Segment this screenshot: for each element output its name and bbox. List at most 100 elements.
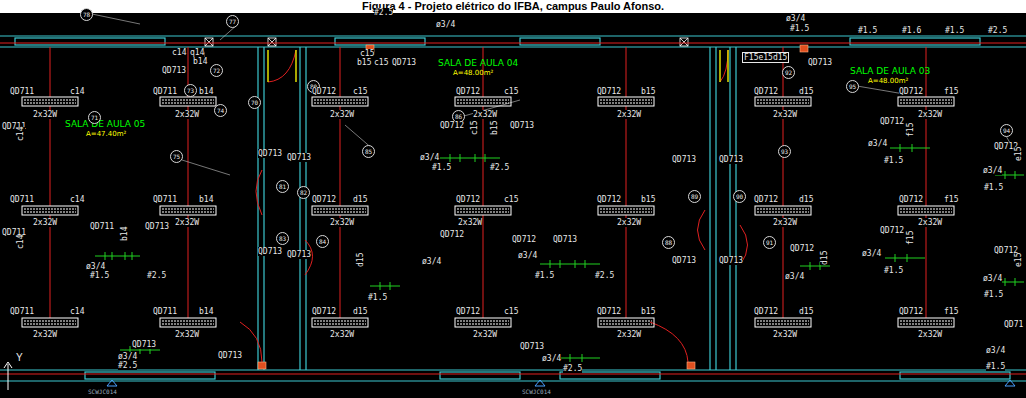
wall-lines — [85, 372, 215, 379]
wiring-label: QD711 — [90, 222, 114, 231]
wiring-label: 2x32W — [617, 218, 641, 227]
switch-boxes — [800, 45, 808, 52]
red-wiring — [50, 47, 51, 318]
wiring-label: c14 — [70, 195, 84, 204]
luminaires — [22, 206, 78, 215]
callout-number: 75 — [170, 150, 183, 163]
luminaires — [160, 97, 216, 106]
callout-number: 91 — [763, 236, 776, 249]
wiring-label: QD713 — [287, 250, 311, 259]
wiring-label: b14 — [199, 195, 213, 204]
switch-boxes — [258, 362, 266, 369]
wiring-label: b15 — [641, 195, 655, 204]
wall-lines — [735, 47, 736, 370]
luminaires — [598, 206, 654, 215]
wiring-label: QD712 — [754, 307, 778, 316]
wiring-label: QD712 — [790, 244, 814, 253]
circuit-tag: c14 — [16, 235, 25, 249]
leader-lines — [92, 14, 140, 24]
callout-number: 70 — [248, 96, 261, 109]
door-leaves — [268, 50, 728, 82]
wiring-label: #1.5 — [945, 26, 964, 35]
wall-lines — [257, 47, 258, 370]
red-wiring — [483, 47, 484, 318]
wiring-label: f15 — [944, 87, 958, 96]
axis-mark — [4, 362, 12, 390]
red-wiring — [720, 50, 728, 82]
wall-lines — [0, 46, 1026, 47]
wiring-label: ø3/4 — [785, 272, 804, 281]
luminaires — [598, 318, 654, 327]
leader-lines — [92, 14, 1020, 175]
luminaires — [160, 206, 216, 215]
wiring-label: c15 — [504, 87, 518, 96]
wiring-label: SCWJC014 — [522, 388, 551, 395]
wiring-label: f15 — [944, 307, 958, 316]
circuit-box: F15e15d15 — [742, 52, 789, 63]
wiring-label: ø3/4 — [868, 139, 887, 148]
wall-lines — [15, 38, 165, 45]
luminaires — [312, 318, 368, 327]
floor-drains — [107, 380, 117, 386]
wall-lines — [0, 36, 1026, 381]
callout-number: 72 — [210, 64, 223, 77]
room-area: SALA DE AULA 03A=48.00m² — [736, 47, 1026, 369]
callout-number: 77 — [226, 15, 239, 28]
wiring-label: QD712 — [597, 195, 621, 204]
wiring-label: b14 — [199, 307, 213, 316]
wall-lines — [729, 47, 730, 370]
wall-lines — [299, 47, 300, 370]
callout-number: 84 — [316, 235, 329, 248]
wiring-label: QD712 — [899, 195, 923, 204]
door-leaves — [267, 50, 269, 82]
wiring-label: QD713 — [145, 222, 169, 231]
luminaires — [455, 318, 511, 327]
wiring-label: c15 — [374, 58, 388, 67]
wiring-label: 2x32W — [473, 330, 497, 339]
luminaires — [160, 318, 216, 327]
door-boxes — [680, 38, 688, 46]
wiring-label: #1.5 — [90, 271, 109, 280]
floor-drains — [535, 380, 545, 386]
wall-lines — [560, 372, 660, 379]
wiring-label: #2.5 — [988, 26, 1007, 35]
wiring-label: QD712 — [880, 117, 904, 126]
conductor-ticks — [560, 354, 600, 362]
wiring-label: ø3/4 — [786, 14, 805, 23]
room-area-value: A=48.00m² — [453, 69, 493, 77]
wiring-label: 2x32W — [458, 218, 482, 227]
wiring-label: 2x32W — [33, 218, 57, 227]
wiring-label: f15 — [944, 195, 958, 204]
conductor-ticks — [370, 282, 400, 290]
wiring-label: c15 — [353, 87, 367, 96]
door-boxes — [268, 38, 276, 46]
wiring-label: QD713 — [258, 247, 282, 256]
room-area-value: A=47.40m² — [86, 130, 126, 138]
wiring-label: QD711 — [10, 307, 34, 316]
wiring-label: #1.5 — [984, 183, 1003, 192]
red-wiring — [340, 47, 341, 318]
room-area-value: A=48.00m² — [868, 77, 908, 85]
wiring-label: QD712 — [312, 87, 336, 96]
wiring-label: QD713 — [510, 121, 534, 130]
wiring-label: QD713 — [132, 340, 156, 349]
wiring-label: #1.5 — [884, 156, 903, 165]
wiring-label: d15 — [353, 307, 367, 316]
leader-lines — [182, 160, 230, 175]
wiring-label: c15 — [504, 195, 518, 204]
wiring-label: #1.5 — [984, 290, 1003, 299]
wiring-label: b14 — [193, 57, 207, 66]
wiring-label: #2.5 — [374, 8, 393, 17]
wiring-label: q14 — [190, 48, 204, 57]
wiring-label: ø3/4 — [118, 352, 137, 361]
wiring-label: QD713 — [672, 256, 696, 265]
red-wiring — [0, 43, 1026, 374]
door-boxes — [205, 38, 213, 46]
wiring-label: QD712 — [597, 87, 621, 96]
floor-drains — [107, 380, 1015, 386]
wiring-label: ø3/4 — [420, 153, 439, 162]
wiring-label: 2x32W — [33, 330, 57, 339]
circuit-tag: b15 — [490, 121, 499, 135]
callout-number: 92 — [782, 66, 795, 79]
